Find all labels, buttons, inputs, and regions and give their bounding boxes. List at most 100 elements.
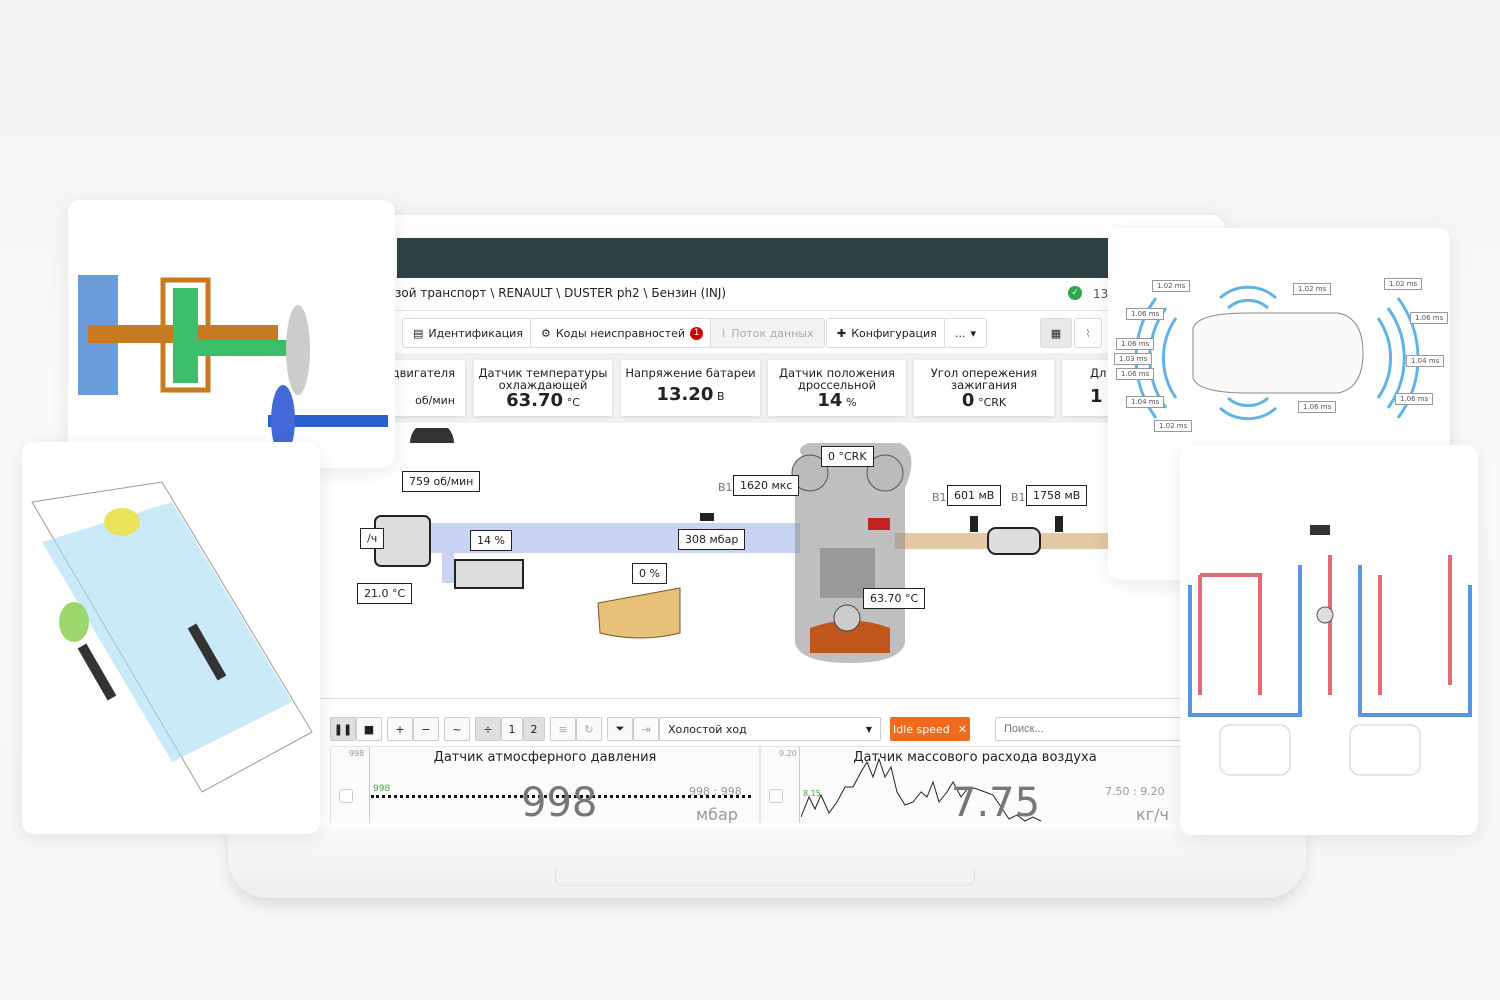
card-unit: В [717,390,725,403]
zoom-in-button[interactable]: + [387,717,413,741]
ignition-value: 0 °CRK [821,446,874,467]
layout-2-button[interactable]: 2 [523,717,545,741]
card-unit: °CRK [978,396,1007,409]
splitter-handle[interactable] [320,698,1182,699]
chart-select-checkbox[interactable] [339,789,353,803]
export-icon: ⇥ [641,722,651,736]
search-input[interactable] [995,717,1182,741]
oil-sump [810,620,890,653]
sensor-reading: 1.02 ms [1293,283,1332,295]
reference-label: 998 [373,784,391,794]
clear-filter-button[interactable]: ⏷ [607,717,633,741]
grid-view-button[interactable]: ▦ [1040,318,1072,348]
card-title: Датчик положения дроссельной [779,366,895,392]
card-unit: % [846,396,857,409]
map-value: 308 мбар [678,529,746,550]
status-ok-icon: ✓ [1068,286,1082,300]
purge-value: 0 % [632,563,667,584]
camshaft-gear [866,454,904,492]
caret-down-icon: ▾ [970,326,977,340]
sensor-reading: 1.02 ms [1384,278,1423,290]
card-value: 13.20 [656,384,714,405]
tab-label: ... [955,326,966,340]
export-button[interactable]: ⇥ [633,717,659,741]
wave-icon: ~ [452,722,462,736]
divide-icon: ÷ [483,722,493,736]
o2-sensor-1 [970,516,978,532]
minus-icon: − [421,722,431,736]
mode-select[interactable]: Холостой ход ▼ [659,717,881,741]
transmission-diagram-panel [68,200,395,468]
camshaft-gear [791,454,829,492]
series-line [371,795,751,798]
card-value: 63.70 [506,390,564,411]
close-icon[interactable]: ✕ [957,722,967,736]
laptop-base [228,828,1306,898]
y-max-label: 9.20 [779,749,797,758]
chart-select-checkbox[interactable] [769,789,783,803]
airbag-car-diagram [31,481,313,793]
mode-select-value: Холостой ход [668,722,747,736]
exhaust-port-hot [868,518,890,530]
divider [320,310,1182,311]
rpm-value: 759 об/мин [402,471,481,492]
caret-down-icon: ▼ [865,724,872,734]
tab-more-dropdown[interactable]: ... ▾ [944,318,988,348]
chart-title: Датчик атмосферного давления [433,750,657,765]
stop-button[interactable]: ■ [356,717,382,741]
card-title: Угол опережения зажигания [930,366,1038,392]
card-value: 0 [961,390,975,411]
sensor-reading: 1.03 ms [1114,353,1153,365]
map-sensor [700,513,714,521]
unit-label: кг/ч [1136,805,1169,823]
canister-tank [597,587,681,639]
chart-title: Датчик массового расхода воздуха [853,750,1097,765]
refresh-button[interactable]: ↻ [576,717,602,741]
o2-sensor-1-value: 601 мВ [947,485,1002,506]
id-card-icon: ▤ [413,326,424,340]
chart-mass-air-flow[interactable]: 9.20 Датчик массового расхода воздуха 8.… [760,746,1182,823]
filter-clear-icon: ⏷ [615,722,625,735]
layout-1-button[interactable]: 1 [501,717,523,741]
split-button[interactable]: ÷ [475,717,501,741]
pause-button[interactable]: ❚❚ [330,717,356,741]
range-label: 998 : 998 [689,785,742,798]
card-title: Датчик температуры охлаждающей [478,366,608,392]
tab-label: Коды неисправностей [555,326,686,340]
tab-configuration[interactable]: ✚Конфигурация [826,318,948,348]
tab-identification[interactable]: ▤ Идентификация [402,318,534,348]
zoom-out-button[interactable]: − [413,717,439,741]
sensor-reading: 1.02 ms [1152,280,1191,292]
card-value: 14 [817,390,843,411]
laptop-trackpad-notch [555,868,975,886]
airflow-value: /ч [360,528,385,549]
o2-sensor-2-value: 1758 мВ [1026,485,1088,506]
chart-atmospheric-pressure[interactable]: 998 Датчик атмосферного давления 998 998… [330,746,760,823]
smooth-button[interactable]: ~ [444,717,470,741]
chart-icon: ⌇ [1085,326,1091,340]
refresh-icon: ↻ [584,722,594,736]
chart-view-button[interactable]: ⌇ [1074,318,1102,348]
sensor-reading: 1.02 ms [1154,420,1193,432]
sensor-reading: 1.06 ms [1395,393,1434,405]
idle-valve [454,559,524,589]
sensor-reading: 1.04 ms [1406,355,1445,367]
tab-label: Идентификация [428,326,523,340]
tab-data-stream[interactable]: ⌇Поток данных [710,318,825,348]
range-label: 7.50 : 9.20 [1105,785,1165,798]
abs-brake-diagram [1188,525,1472,776]
list-button[interactable]: ≡ [550,717,576,741]
app-title-bar [397,238,1212,278]
injector-bank-label: B1 [718,481,733,494]
breadcrumb[interactable]: зой транспорт \ RENAULT \ DUSTER ph2 \ Б… [395,286,727,300]
line-chart-icon: ⌇ [721,326,727,340]
sensor-reading: 1.06 ms [1116,338,1155,350]
filter-tag-idle-speed[interactable]: Idle speed✕ [890,717,970,741]
airbag-diagram-panel [22,442,320,834]
y-max-label: 998 [349,749,365,758]
